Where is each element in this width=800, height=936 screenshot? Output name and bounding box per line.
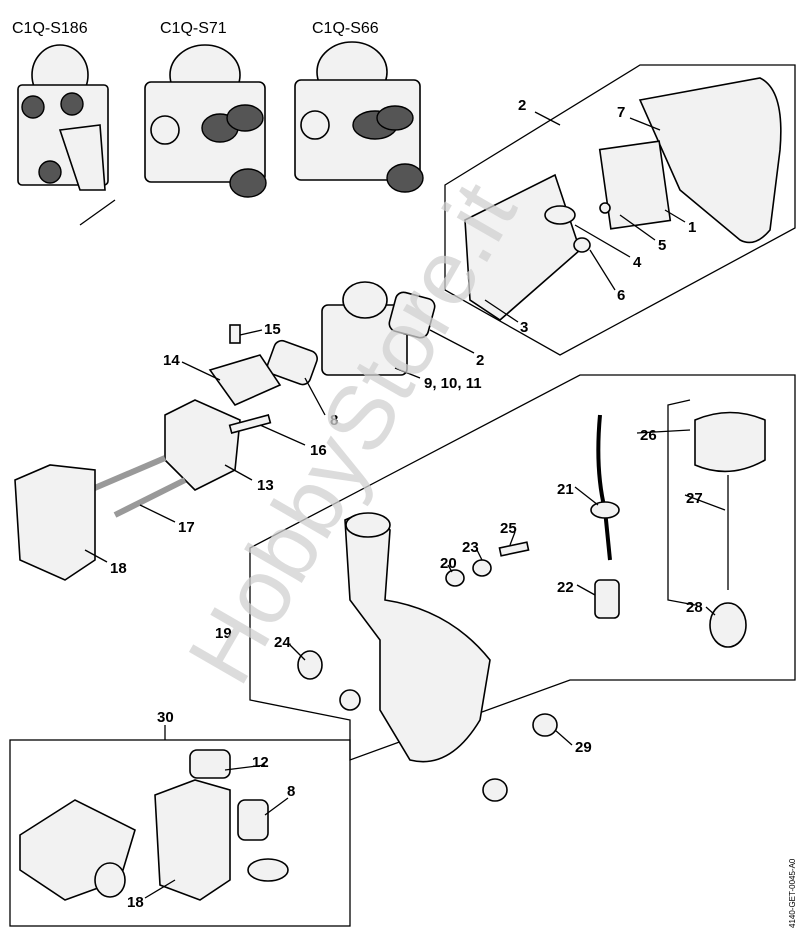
- plug-2: [482, 778, 508, 802]
- part-label: 19: [215, 625, 232, 642]
- part-label: 13: [257, 477, 274, 494]
- fuel-filter: [594, 579, 620, 619]
- intake-manifold: [164, 399, 241, 491]
- variant-label-c1q-s71: C1Q-S71: [160, 20, 227, 37]
- part-label: 27: [686, 490, 703, 507]
- washer: [599, 202, 611, 214]
- carburetor-c1q-s186: [17, 44, 116, 226]
- fuel-tank-group-outline: [249, 374, 796, 761]
- air-filter: [598, 140, 672, 230]
- part-label: 17: [178, 519, 195, 536]
- choke-lever: [544, 205, 576, 225]
- part-label: 26: [640, 427, 657, 444]
- part-label: 3: [520, 319, 528, 336]
- fuel-hose: [596, 414, 612, 561]
- drawing-code: 4140-GET-0045-A0: [788, 858, 797, 928]
- part-label: 18: [127, 894, 144, 911]
- air-filter-cover: [638, 77, 782, 244]
- grommet-24: [297, 650, 323, 680]
- part-label: 7: [617, 104, 625, 121]
- part-label: 28: [686, 599, 703, 616]
- part-label: 25: [500, 520, 517, 537]
- screw-15: [229, 324, 241, 344]
- screw-16: [228, 413, 272, 435]
- part-label: 18: [110, 560, 127, 577]
- variant-label-c1q-s186: C1Q-S186: [12, 20, 88, 37]
- gasket-kit-outline: [9, 739, 351, 927]
- grommet-20: [445, 569, 465, 587]
- retainer-ring: [709, 602, 747, 648]
- carburetor-c1q-s71: [144, 44, 267, 198]
- nut: [573, 237, 591, 253]
- fuel-cap: [694, 411, 766, 473]
- part-label: 5: [658, 237, 666, 254]
- carburetor: [321, 281, 408, 376]
- plug: [339, 689, 361, 711]
- part-label: 16: [310, 442, 327, 459]
- elbow-connector: [208, 354, 282, 406]
- fuel-cap-group-outline: [667, 399, 696, 606]
- long-screw-b: [113, 477, 187, 518]
- air-filter-group-outline: [444, 64, 796, 356]
- part-label: 1: [688, 219, 696, 236]
- part-label: 29: [575, 739, 592, 756]
- screw-25: [498, 541, 530, 557]
- part-label: 2: [518, 97, 526, 114]
- heat-shield: [14, 464, 96, 581]
- part-label: 20: [440, 555, 457, 572]
- part-label: 22: [557, 579, 574, 596]
- carburetor-gasket: [388, 291, 436, 339]
- part-label: 8: [330, 412, 338, 429]
- part-label: 24: [274, 634, 291, 651]
- part-label: 9, 10, 11: [424, 375, 482, 392]
- fuel-tank-neck: [345, 512, 391, 538]
- gasket-small: [247, 858, 289, 882]
- part-label: 2: [476, 352, 484, 369]
- grommet-21: [590, 501, 620, 519]
- part-label: 15: [264, 321, 281, 338]
- heat-shield-kit: [154, 779, 231, 901]
- long-screw-a: [88, 455, 167, 493]
- part-label: 21: [557, 481, 574, 498]
- carburetor-c1q-s66: [294, 41, 424, 193]
- gasket-8: [266, 339, 318, 386]
- valve-23: [472, 559, 492, 577]
- leader-lines: [84, 111, 726, 899]
- part-label: 4: [633, 254, 642, 271]
- gasket-8-kit: [237, 799, 269, 841]
- oil-seal: [94, 862, 126, 898]
- part-label: 14: [163, 352, 180, 369]
- part-label: 30: [157, 709, 174, 726]
- grommet-29: [532, 713, 558, 737]
- gasket-12: [189, 749, 231, 779]
- part-label: 12: [252, 754, 269, 771]
- part-label: 8: [287, 783, 295, 800]
- variant-label-c1q-s66: C1Q-S66: [312, 20, 379, 37]
- part-label: 23: [462, 539, 479, 556]
- part-label: 6: [617, 287, 625, 304]
